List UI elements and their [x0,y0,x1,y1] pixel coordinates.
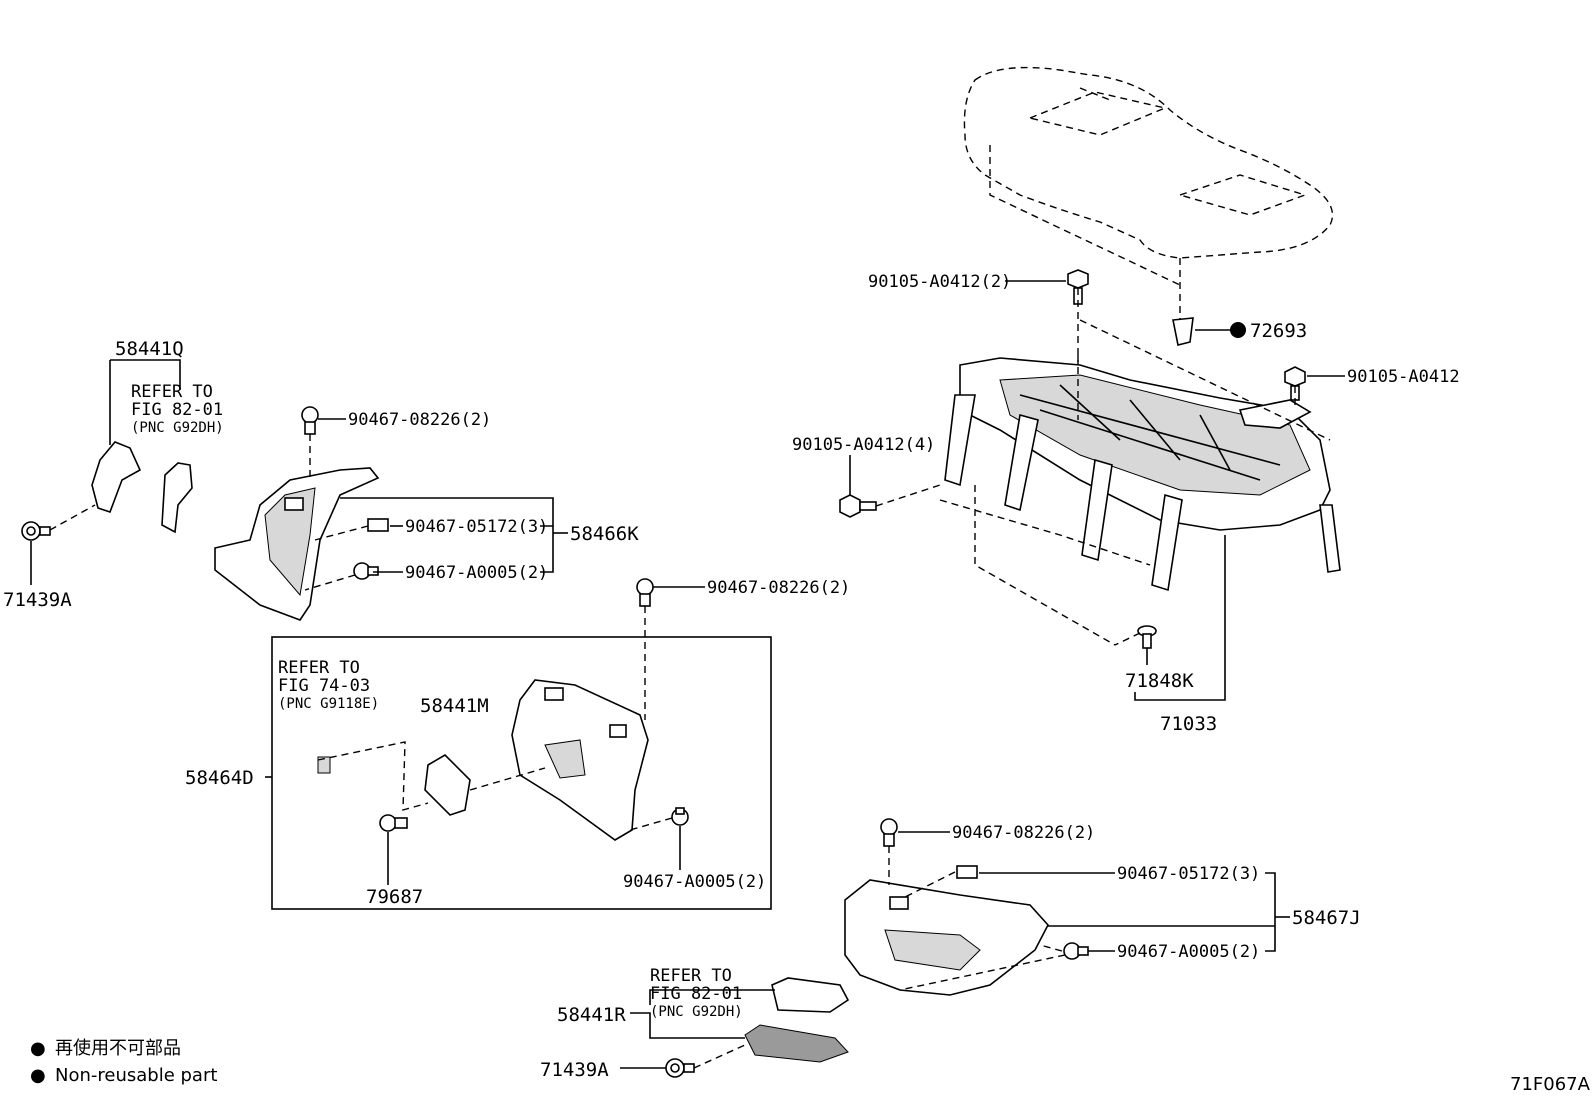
label-90467-A0005-a: 90467-A0005(2) [405,563,548,583]
seat-frame [939,319,1341,646]
clip-79687 [379,814,408,832]
clip-72693 [1172,317,1194,346]
figure-code: 71F067A [1510,1074,1591,1095]
label-72693: 72693 [1250,320,1307,342]
legend-english: Non-reusable part [55,1065,217,1086]
bolt-90467-08226-c [880,818,898,847]
label-71439A-bottom: 71439A [540,1059,609,1081]
label-71439A-top: 71439A [3,589,72,611]
label-refer-2c: (PNC G9118E) [278,696,379,712]
part-58467J-trim [844,879,1049,996]
label-90467-08226-b: 90467-08226(2) [707,578,850,598]
label-refer-2a: REFER TO [278,658,360,678]
label-refer-1b: FIG 82-01 [131,400,223,420]
label-90467-08226-a: 90467-08226(2) [348,410,491,430]
label-90467-08226-c: 90467-08226(2) [952,823,1095,843]
label-58464D: 58464D [185,767,254,789]
label-90467-A0005-b: 90467-A0005(2) [623,872,766,892]
pad-refer-74-03 [317,756,331,774]
label-90467-05172-a: 90467-05172(3) [405,517,548,537]
label-71848K: 71848K [1125,670,1194,692]
bolt-90105-A0412-2 [1067,269,1089,305]
bolt-90467-08226-b [636,578,654,607]
part-58466K-trim [214,467,380,621]
label-58441M: 58441M [420,695,489,717]
bolt-90105-A0412 [1284,366,1306,401]
label-58466K: 58466K [570,523,639,545]
seat-cushion-outline [963,66,1334,320]
clip-90467-05172-c [956,865,978,879]
bolt-90467-08226-a [301,406,319,435]
label-refer-1a: REFER TO [131,382,213,402]
label-90105-A0412-2: 90105-A0412(2) [868,272,1011,292]
part-58441R-upper [771,977,850,1013]
legend-japanese: 再使用不可部品 [55,1038,181,1059]
label-90105-A0412: 90105-A0412 [1347,367,1460,387]
clip-71848K [1137,625,1157,649]
part-58441M-cover [424,753,471,816]
label-58441R: 58441R [557,1004,626,1026]
bolt-90105-A0412-4 [839,494,877,518]
label-refer-3a: REFER TO [650,966,732,986]
clip-71439A-left [21,521,51,541]
clip-90467-A0005-b [671,807,689,826]
label-71033: 71033 [1160,713,1217,735]
leader-lines [30,280,1345,1069]
legend-bullet-2: ● [30,1065,46,1086]
label-90467-05172-c: 90467-05172(3) [1117,864,1260,884]
part-58464D-panel [511,679,649,841]
label-58441Q: 58441Q [115,338,184,360]
legend: ● 再使用不可部品 ● Non-reusable part [30,1038,217,1086]
clip-90467-05172-a [367,518,389,532]
label-58467J: 58467J [1292,907,1361,929]
legend-bullet-1: ● [30,1038,46,1059]
group-box-58464D [271,636,772,910]
callout-labels: 58441Q REFER TO FIG 82-01 (PNC G92DH) 71… [3,272,1460,1081]
part-58441Q-left-panel [91,441,193,534]
label-refer-1c: (PNC G92DH) [131,420,224,436]
part-58441R-lower [744,1024,849,1063]
clip-90467-A0005-c [1063,942,1089,960]
label-90467-A0005-c: 90467-A0005(2) [1117,942,1260,962]
clip-90467-A0005-a [353,562,379,580]
label-79687: 79687 [366,886,423,908]
label-refer-3c: (PNC G92DH) [650,1004,743,1020]
clip-71439A-bottom [665,1058,695,1078]
label-90105-A0412-4: 90105-A0412(4) [792,435,935,455]
label-refer-2b: FIG 74-03 [278,676,370,696]
label-refer-3b: FIG 82-01 [650,984,742,1004]
